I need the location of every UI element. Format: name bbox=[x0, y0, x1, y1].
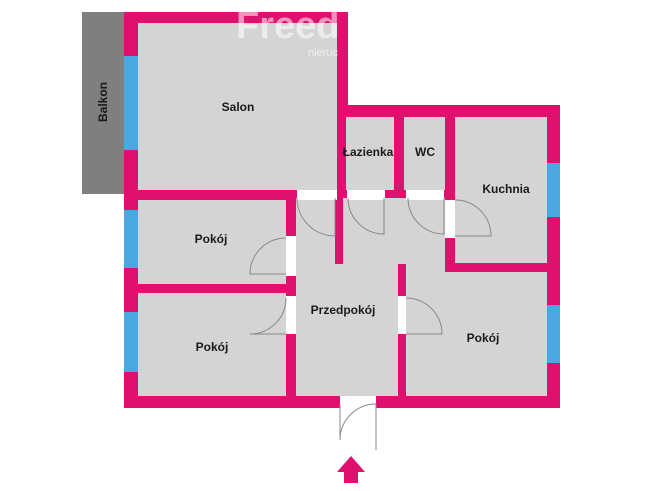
window-kuchnia bbox=[547, 163, 560, 217]
room-label-kuchnia: Kuchnia bbox=[482, 182, 530, 196]
watermark-brand: Freed bbox=[236, 5, 339, 47]
room-label-lazienka: Łazienka bbox=[343, 145, 394, 159]
door-wc-swing-icon bbox=[407, 197, 445, 235]
door-pokoj-lower-swing-icon bbox=[249, 297, 287, 335]
room-label-przedpokoj: Przedpokój bbox=[311, 303, 376, 317]
room-label-pokoj-lower-left: Pokój bbox=[196, 340, 229, 354]
floor-wc bbox=[404, 117, 445, 190]
floor-hall-nook bbox=[403, 230, 447, 264]
door-pokoj-right-swing-icon bbox=[405, 297, 443, 335]
windows bbox=[124, 56, 560, 372]
door-lazienka-swing-icon bbox=[347, 197, 385, 235]
room-label-salon: Salon bbox=[222, 100, 255, 114]
floor-kuchnia bbox=[455, 117, 547, 263]
room-floors bbox=[138, 23, 547, 396]
inner-wall-nook bbox=[445, 230, 455, 264]
window-salon bbox=[124, 56, 138, 150]
window-pokoj-lower-left bbox=[124, 312, 138, 372]
room-label-pokoj-right: Pokój bbox=[467, 331, 500, 345]
room-label-pokoj-upper-left: Pokój bbox=[195, 232, 228, 246]
room-label-wc: WC bbox=[415, 145, 435, 159]
inner-wall-hall bbox=[335, 198, 343, 264]
floor-pokoj-lower-left bbox=[138, 293, 286, 396]
door-swings bbox=[249, 197, 492, 450]
balcony-area bbox=[82, 12, 124, 194]
door-kuchnia-swing-icon bbox=[454, 199, 492, 237]
door-salon-swing-icon bbox=[296, 197, 336, 237]
watermark-sub: nieruc bbox=[308, 47, 338, 59]
up-arrow-entrance-icon bbox=[337, 456, 365, 483]
floor-lazienka bbox=[346, 117, 394, 190]
door-pokoj-upper-swing-icon bbox=[249, 237, 287, 275]
floor-pokoj-upper-left bbox=[138, 200, 286, 284]
window-pokoj-right bbox=[547, 305, 560, 363]
floor-salon bbox=[138, 23, 337, 190]
window-pokoj-upper-left bbox=[124, 210, 138, 268]
room-label-balkon: Balkon bbox=[96, 82, 110, 122]
door-entrance-swing-icon bbox=[339, 403, 377, 441]
